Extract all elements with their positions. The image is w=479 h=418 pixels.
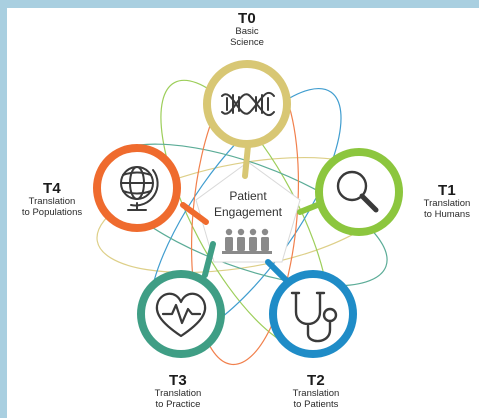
stage-t3-line2: to Practice [155, 399, 201, 411]
stage-t3-line1: Translation [154, 388, 202, 400]
stage-t0-line2: Science [230, 37, 264, 49]
stage-t2-line1: Translation [292, 388, 340, 400]
stage-t2-ring [269, 270, 357, 358]
stage-t4-line1: Translation [28, 196, 76, 208]
stage-t4-connector [180, 202, 209, 225]
center-label: Patient Engagement [194, 189, 302, 220]
stage-t1-ring [315, 148, 403, 236]
stage-t2-connector [265, 259, 289, 283]
heartbeat-icon [155, 292, 207, 338]
stage-t3-label: T3 Translation to Practice [138, 372, 218, 411]
stage-t1-label: T1 Translation to Humans [416, 182, 478, 221]
center-label-line2: Engagement [213, 204, 283, 219]
center-label-line1: Patient [229, 189, 267, 203]
stage-t1-line1: Translation [423, 198, 471, 210]
stethoscope-icon [290, 291, 338, 343]
stage-t0-line1: Basic [235, 26, 259, 38]
dna-icon [221, 91, 275, 117]
stage-t4-label: T4 Translation to Populations [12, 180, 92, 219]
stage-t3-ring [137, 270, 225, 358]
stage-t0-connector [242, 143, 251, 179]
stage-t1-line2: to Humans [424, 209, 470, 221]
stage-t1-code: T1 [437, 182, 457, 199]
stage-t4-ring [93, 144, 181, 232]
magnifier-icon [336, 170, 379, 213]
stage-t0-code: T0 [237, 10, 257, 27]
stage-t4-line2: to Populations [21, 207, 83, 219]
stage-t3-connector [202, 241, 216, 278]
globe-icon [120, 166, 159, 211]
center-pentagon [195, 161, 301, 263]
stage-t2-label: T2 Translation to Patients [276, 372, 356, 411]
people-group-icon [222, 228, 272, 254]
stage-t2-line2: to Patients [293, 399, 339, 411]
stage-t3-code: T3 [168, 372, 188, 389]
stage-t0-ring [203, 60, 291, 148]
stage-t0-label: T0 Basic Science [207, 10, 287, 49]
stage-t4-code: T4 [42, 180, 62, 197]
stage-t2-code: T2 [306, 372, 326, 389]
